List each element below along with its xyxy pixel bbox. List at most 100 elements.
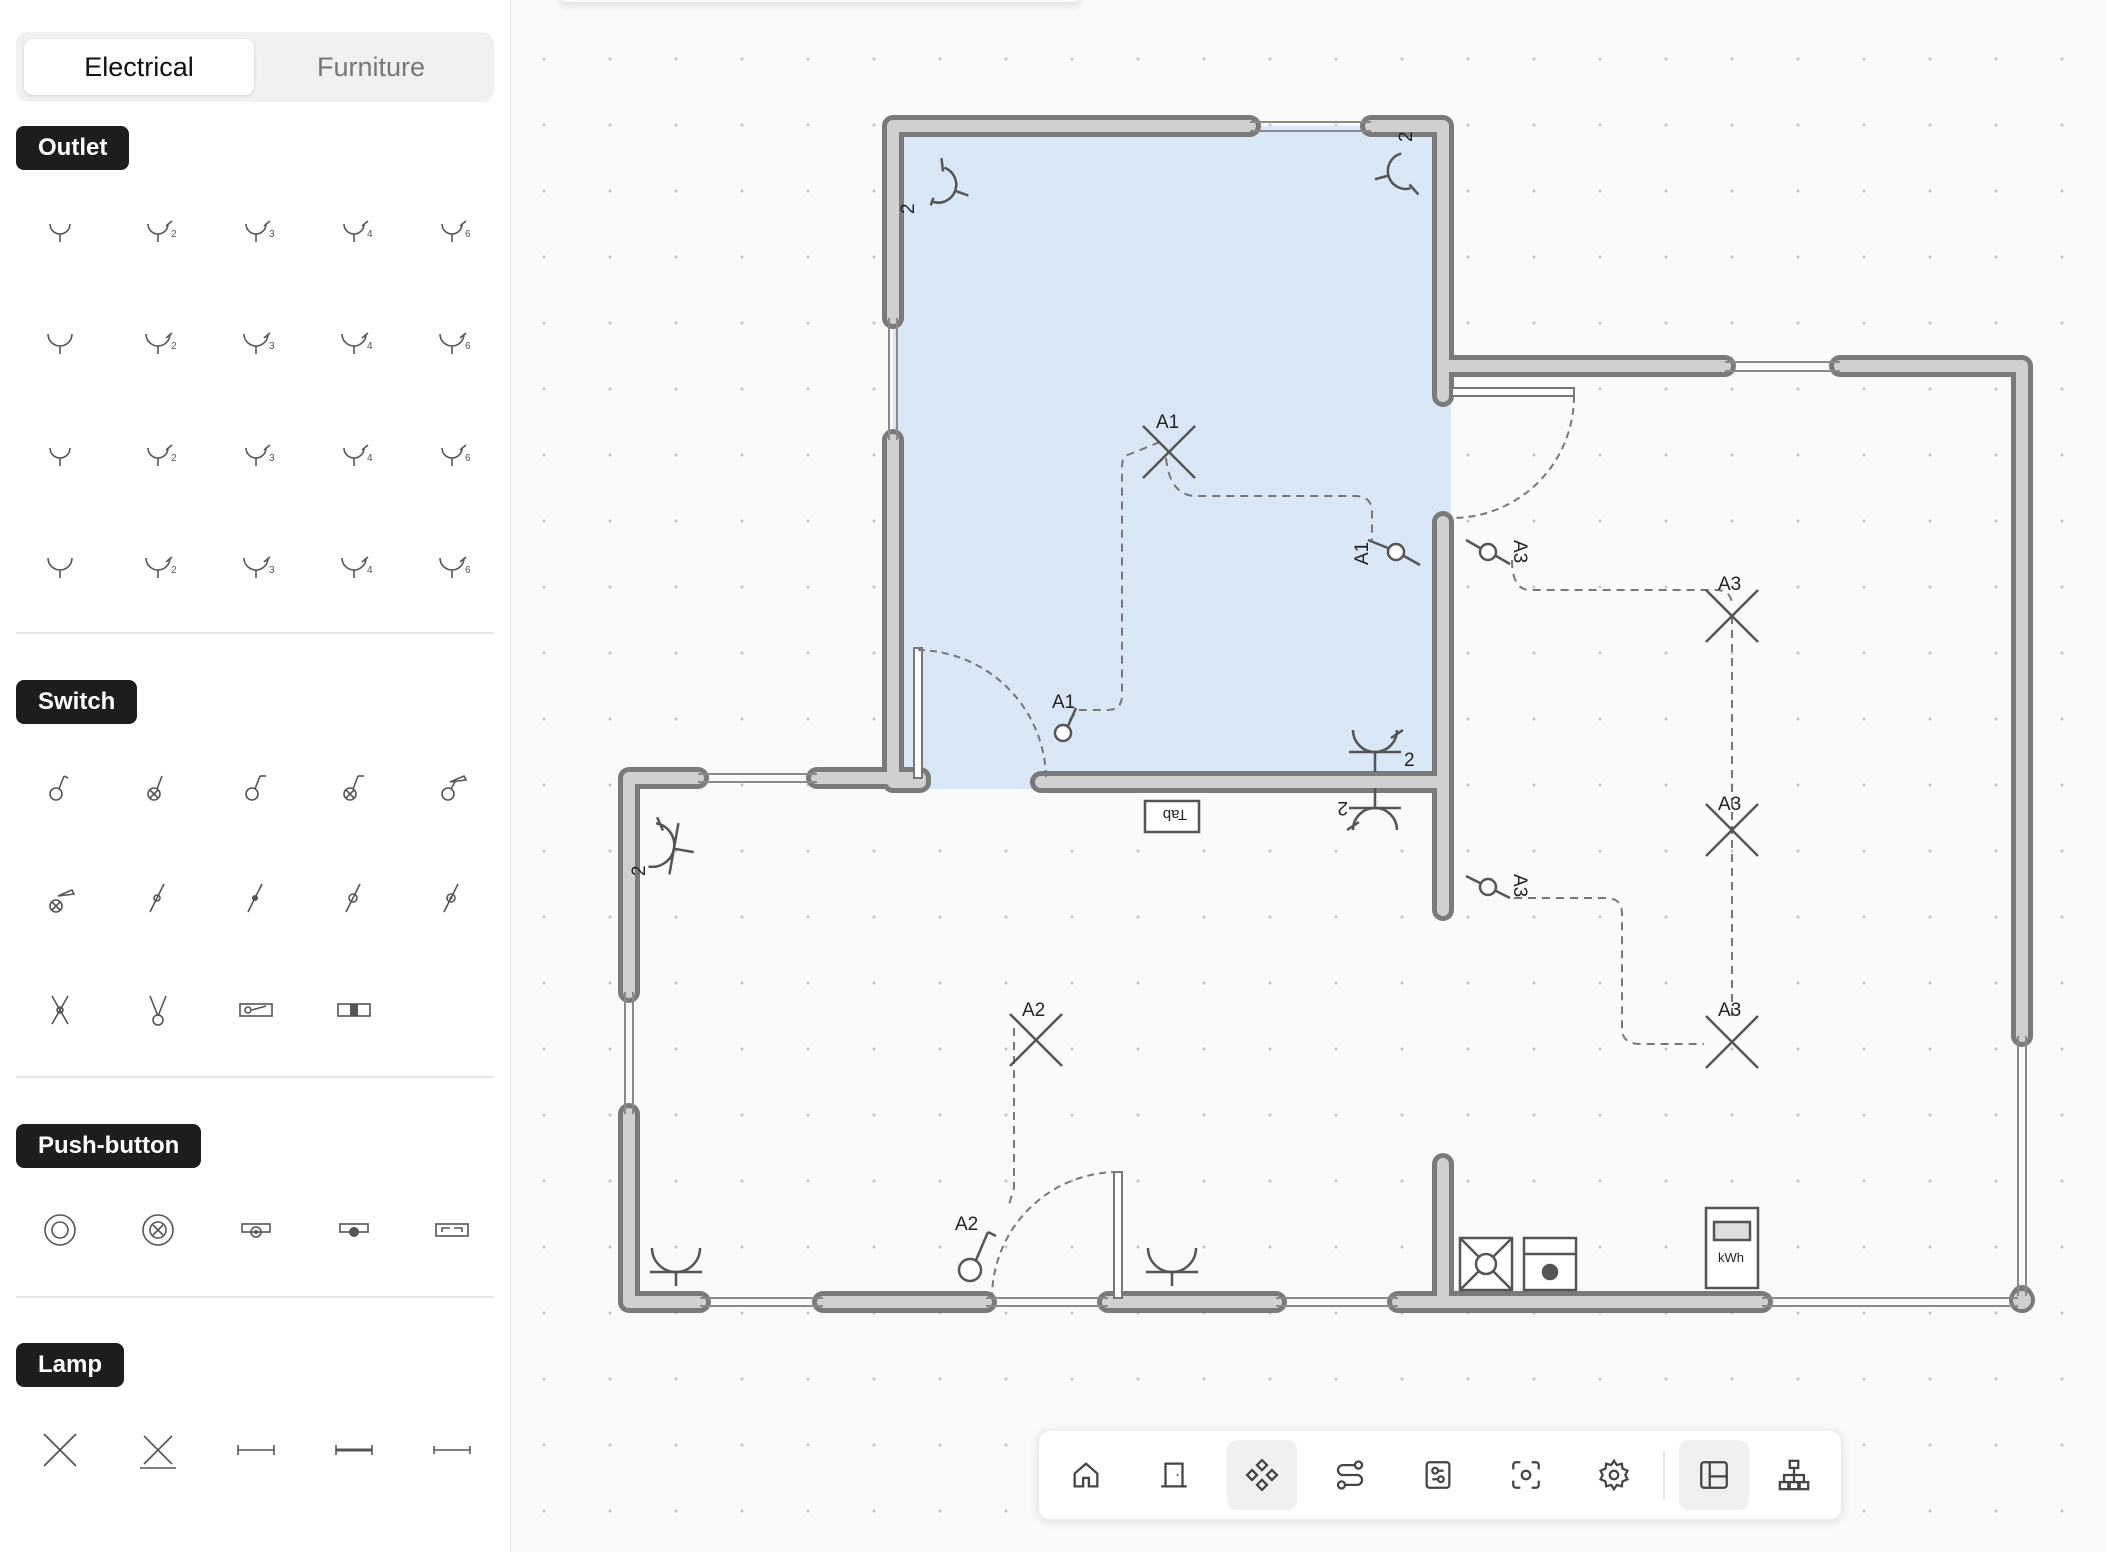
outlet-symbol[interactable]: 2: [128, 312, 188, 372]
switch-symbol[interactable]: [324, 756, 384, 816]
outlet-count-c: 2: [1404, 750, 1415, 771]
outlet-symbol[interactable]: 6: [422, 200, 482, 260]
lamp-symbol[interactable]: [324, 1420, 384, 1480]
plan-labels: A1 A1 A1 A3 A3 A3 A3 A3 A2 A2 2 2 2 2 2 …: [629, 131, 1744, 1265]
tab-box: [1143, 799, 1201, 834]
lamp-symbol[interactable]: [30, 1420, 90, 1480]
lamp-symbol[interactable]: [422, 1420, 482, 1480]
outlet-symbol[interactable]: [30, 536, 90, 596]
outlet-symbol[interactable]: 6: [422, 536, 482, 596]
library-tabs: Electrical Furniture: [16, 32, 494, 102]
appliance-symbols[interactable]: [1143, 799, 1760, 1292]
outlet-symbol[interactable]: 4: [324, 312, 384, 372]
switch-a2: [957, 1230, 997, 1283]
svg-text:4: 4: [367, 453, 373, 464]
outlet-symbol[interactable]: 3: [226, 536, 286, 596]
switch-symbol[interactable]: [324, 980, 384, 1040]
oven-symbol: [1458, 1236, 1514, 1292]
hob-symbol: [1522, 1236, 1578, 1292]
windows[interactable]: [624, 121, 2027, 1307]
section-label-switch: Switch: [16, 680, 138, 724]
outlet-symbols[interactable]: [648, 152, 1420, 1286]
outlet-symbol[interactable]: 3: [226, 312, 286, 372]
tab-electrical[interactable]: Electrical: [24, 39, 254, 95]
switch-symbol[interactable]: [422, 868, 482, 928]
section-label-push-button: Push-button: [16, 1124, 202, 1168]
svg-text:4: 4: [367, 565, 373, 576]
hierarchy-view-button[interactable]: [1759, 1440, 1829, 1510]
outlet-symbol[interactable]: 3: [226, 200, 286, 260]
push-symbol[interactable]: [30, 1200, 90, 1260]
toolbar-separator: [1663, 1451, 1665, 1499]
push-symbol[interactable]: [128, 1200, 188, 1260]
label-a3-switch-bottom: A3: [1509, 874, 1530, 897]
outlet-symbol[interactable]: 4: [324, 424, 384, 484]
switch-symbol[interactable]: [324, 868, 384, 928]
board-icon: [1425, 1461, 1451, 1489]
route-tool-button[interactable]: [1315, 1440, 1385, 1510]
outlet-symbol[interactable]: [30, 312, 90, 372]
components-tool-button[interactable]: [1227, 1440, 1297, 1510]
outlet-symbol[interactable]: 2: [128, 200, 188, 260]
switch-symbol[interactable]: [226, 756, 286, 816]
outlet-symbol[interactable]: [30, 424, 90, 484]
switch-symbol[interactable]: [128, 868, 188, 928]
outlet-symbol[interactable]: 2: [128, 424, 188, 484]
lamp-symbols[interactable]: [1009, 425, 1759, 1069]
outlet-symbol[interactable]: 6: [422, 312, 482, 372]
door-tool-button[interactable]: [1139, 1440, 1209, 1510]
push-symbol[interactable]: [226, 1200, 286, 1260]
doors[interactable]: [913, 387, 1575, 1299]
layout-view-button[interactable]: [1679, 1440, 1749, 1510]
outlet-count-b: 2: [1396, 131, 1417, 142]
components-icon: [1245, 1458, 1279, 1492]
settings-icon: [1598, 1458, 1630, 1492]
tab-furniture[interactable]: Furniture: [316, 51, 426, 82]
settings-button[interactable]: [1579, 1440, 1649, 1510]
outlet-symbol[interactable]: 6: [422, 424, 482, 484]
push-symbol[interactable]: [422, 1200, 482, 1260]
label-a3-lamp-1: A3: [1718, 574, 1741, 595]
outlet-symbol[interactable]: 3: [226, 424, 286, 484]
svg-text:4: 4: [367, 229, 373, 240]
outlet-symbol[interactable]: 2: [128, 536, 188, 596]
svg-text:3: 3: [269, 341, 275, 352]
home-button[interactable]: [1051, 1440, 1121, 1510]
route-icon: [1336, 1460, 1364, 1490]
section-label-outlet: Outlet: [16, 126, 130, 170]
layout-icon: [1700, 1461, 1728, 1489]
push-symbol[interactable]: [324, 1200, 384, 1260]
switch-symbol[interactable]: [30, 756, 90, 816]
divider: [16, 1296, 494, 1298]
outlet-count-d: 2: [1337, 797, 1348, 818]
switch-symbol[interactable]: [226, 868, 286, 928]
switch-symbol[interactable]: [128, 980, 188, 1040]
switch-symbols[interactable]: [957, 538, 1511, 1283]
switch-a3-top: [1465, 538, 1511, 566]
walls[interactable]: [618, 115, 2035, 1313]
switch-symbol[interactable]: [30, 980, 90, 1040]
switch-symbol[interactable]: [30, 868, 90, 928]
focus-tool-button[interactable]: [1491, 1440, 1561, 1510]
selected-room-highlight[interactable]: [893, 126, 1451, 789]
svg-text:6: 6: [465, 453, 471, 464]
label-a1-switch-bottom: A1: [1052, 692, 1075, 713]
board-tool-button[interactable]: [1403, 1440, 1473, 1510]
svg-text:2: 2: [171, 565, 177, 576]
home-icon: [1073, 1462, 1099, 1488]
svg-text:6: 6: [465, 341, 471, 352]
meter-symbol: [1704, 1206, 1760, 1290]
meter-label: kWh: [1718, 1250, 1744, 1265]
switch-a1-bottom: [1053, 707, 1078, 743]
outlet-symbol[interactable]: 4: [324, 200, 384, 260]
outlet-symbol[interactable]: [30, 200, 90, 260]
lamp-symbol[interactable]: [226, 1420, 286, 1480]
lamp-symbol[interactable]: [128, 1420, 188, 1480]
switch-symbol[interactable]: [422, 756, 482, 816]
switch-symbol[interactable]: [128, 756, 188, 816]
outlet-count-a: 2: [898, 203, 919, 214]
switch-symbol[interactable]: [226, 980, 286, 1040]
outlet-symbol[interactable]: 4: [324, 536, 384, 596]
switch-a1-top: [1367, 538, 1421, 567]
